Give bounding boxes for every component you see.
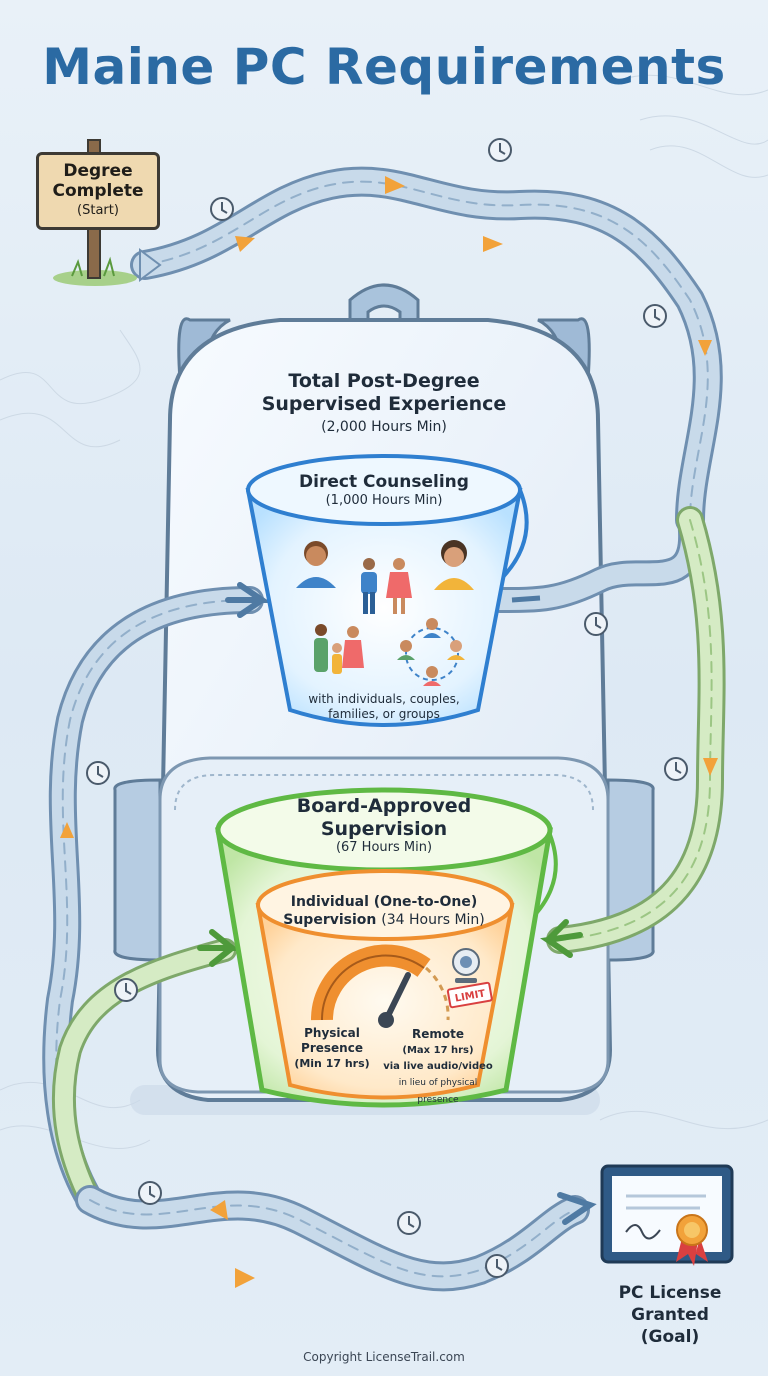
- physical-line3: (Min 17 hrs): [294, 1057, 370, 1070]
- direct-hours: (1,000 Hours Min): [325, 493, 443, 508]
- ribbon-icon: [676, 1214, 708, 1266]
- remote-label: Remote (Max 17 hrs) via live audio/video…: [382, 1026, 494, 1107]
- goal-line3: (Goal): [640, 1327, 700, 1347]
- physical-line2: Presence: [301, 1041, 363, 1055]
- start-sign: Degree Complete (Start): [36, 152, 160, 230]
- total-hours: (2,000 Hours Min): [321, 419, 447, 435]
- board-line2: Supervision: [320, 818, 448, 840]
- limit-badge: LIMIT: [446, 981, 493, 1009]
- direct-desc-line1: with individuals, couples,: [308, 692, 460, 706]
- board-hours: (67 Hours Min): [335, 840, 433, 855]
- direct-description: with individuals, couples, families, or …: [264, 692, 504, 722]
- start-sign-line3: (Start): [77, 203, 119, 218]
- individual-heading: Individual (One-to-One) Supervision (34 …: [264, 893, 504, 929]
- remote-line4: in lieu of physical: [398, 1078, 478, 1088]
- board-heading: Board-Approved Supervision: [234, 795, 534, 841]
- gauge-icon: [310, 944, 450, 1028]
- goal-line1: PC License: [618, 1283, 722, 1303]
- trail-path: [42, 166, 726, 1292]
- remote-line1: Remote: [411, 1027, 464, 1041]
- goal-label: PC License Granted (Goal): [590, 1282, 750, 1348]
- direct-title: Direct Counseling: [299, 472, 469, 492]
- group-icon: [397, 618, 465, 686]
- page-title: Maine PC Requirements: [42, 38, 726, 96]
- physical-label: Physical Presence (Min 17 hrs): [286, 1026, 378, 1071]
- trail-arrows: [60, 176, 718, 1288]
- individual-line2b: (34 Hours Min): [381, 912, 485, 928]
- remote-line2: (Max 17 hrs): [402, 1045, 474, 1056]
- bucket-icon: [255, 869, 515, 1100]
- remote-line3: via live audio/video: [383, 1061, 493, 1072]
- start-sign-line1: Degree: [63, 161, 133, 181]
- physical-line1: Physical: [304, 1026, 360, 1040]
- webcam-icon: [452, 948, 480, 983]
- total-line2: Supervised Experience: [261, 393, 507, 415]
- individual-line2a: Supervision: [283, 912, 377, 928]
- direct-desc-line2: families, or groups: [328, 707, 440, 721]
- total-line1: Total Post-Degree: [288, 370, 480, 392]
- remote-line5: presence: [417, 1095, 459, 1105]
- person-icon: [434, 540, 474, 590]
- couple-icon: [361, 558, 412, 614]
- limit-badge-text: LIMIT: [454, 988, 486, 1004]
- person-icon: [296, 541, 336, 588]
- start-sign-line2: Complete: [52, 181, 144, 201]
- copyright: Copyright LicenseTrail.com: [303, 1350, 465, 1364]
- board-line1: Board-Approved: [296, 795, 472, 817]
- certificate-icon: [600, 1164, 734, 1264]
- family-icon: [314, 624, 364, 674]
- individual-line1: Individual (One-to-One): [290, 894, 478, 910]
- total-heading: Total Post-Degree Supervised Experience: [234, 370, 534, 416]
- goal-line2: Granted: [631, 1305, 709, 1325]
- clock-icon: [86, 138, 688, 1278]
